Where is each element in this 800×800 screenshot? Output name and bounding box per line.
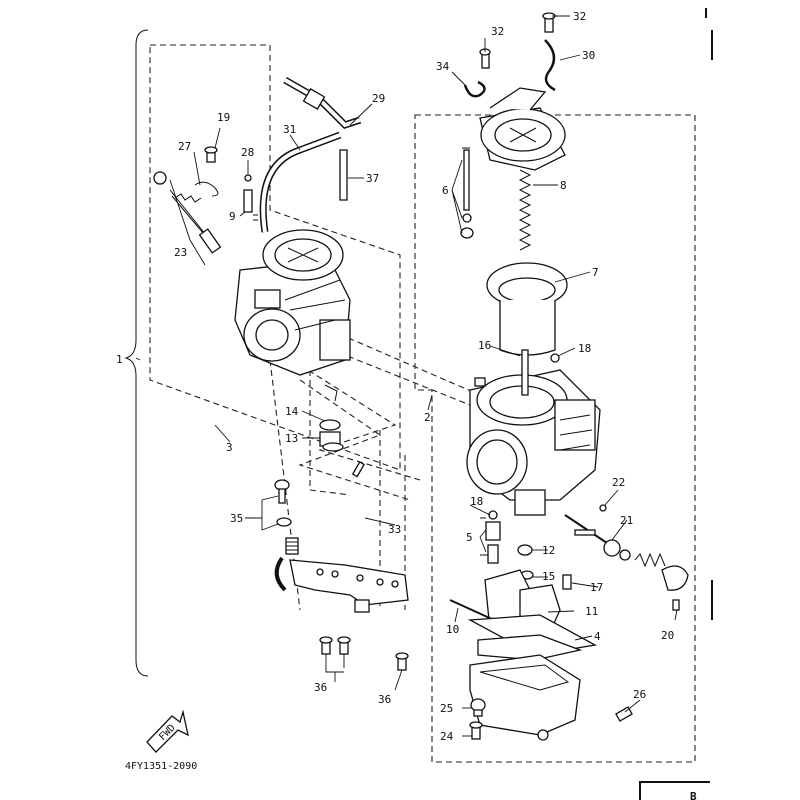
callout-8: 8	[560, 179, 567, 192]
callout-2: 2	[424, 411, 431, 424]
callout-25: 25	[440, 702, 453, 715]
callout-7: 7	[592, 266, 599, 279]
callout-28: 28	[241, 146, 254, 159]
jet-parts	[480, 510, 572, 590]
corner-page-tab: B	[639, 781, 710, 800]
callout-29: 29	[372, 92, 385, 105]
callout-20: 20	[661, 629, 674, 642]
right-carburetor-body	[466, 349, 601, 516]
callout-19: 19	[217, 111, 230, 124]
callout-labels: 1 2 3 4 5 6 7 8 9 10 11 12 13 14 15 16 1…	[116, 10, 674, 743]
dashed-link-lines	[298, 329, 481, 501]
right-edge-marks	[705, 8, 713, 620]
callout-3: 3	[226, 441, 233, 454]
mounting-bracket	[274, 479, 409, 671]
callout-11: 11	[585, 605, 598, 618]
callout-24: 24	[440, 730, 454, 743]
callout-4: 4	[594, 630, 601, 643]
callout-9: 9	[229, 210, 236, 223]
callout-18-bottom: 18	[470, 495, 483, 508]
dashed-box-left-carb	[149, 44, 401, 471]
callout-21: 21	[620, 514, 633, 527]
callout-12: 12	[542, 544, 555, 557]
callout-15: 15	[542, 570, 555, 583]
callout-36-right: 36	[378, 693, 391, 706]
callout-6: 6	[442, 184, 449, 197]
callout-1: 1	[116, 353, 123, 366]
callout-32-left: 32	[491, 25, 504, 38]
callout-33: 33	[388, 523, 401, 536]
callout-22: 22	[612, 476, 625, 489]
right-carburetor-top	[460, 12, 568, 356]
left-float-parts	[319, 384, 365, 478]
callout-27: 27	[178, 140, 191, 153]
callout-26: 26	[633, 688, 646, 701]
callout-31: 31	[283, 123, 296, 136]
callout-35: 35	[230, 512, 243, 525]
left-small-parts	[153, 146, 258, 254]
callout-13: 13	[285, 432, 298, 445]
corner-tab-text: B	[690, 790, 697, 800]
part-number-code: 4FY1351-2090	[125, 761, 197, 772]
callout-14: 14	[285, 405, 299, 418]
leader-lines	[135, 15, 678, 737]
float-bowl-parts	[449, 569, 633, 741]
callout-23: 23	[174, 246, 187, 259]
callout-16: 16	[478, 339, 491, 352]
dashed-box-right-carb	[414, 114, 696, 763]
callout-34: 34	[436, 60, 450, 73]
callout-17: 17	[590, 581, 603, 594]
callout-32-right: 32	[573, 10, 586, 23]
callout-5: 5	[466, 531, 473, 544]
callout-30: 30	[582, 49, 595, 62]
vent-hose	[259, 76, 362, 233]
callout-37: 37	[366, 172, 379, 185]
left-carburetor-body	[234, 229, 351, 376]
callout-36-left: 36	[314, 681, 327, 694]
callout-10: 10	[446, 623, 459, 636]
callout-18-top: 18	[578, 342, 591, 355]
fwd-arrow: FWD	[146, 709, 189, 753]
assembly-brace	[124, 29, 149, 677]
